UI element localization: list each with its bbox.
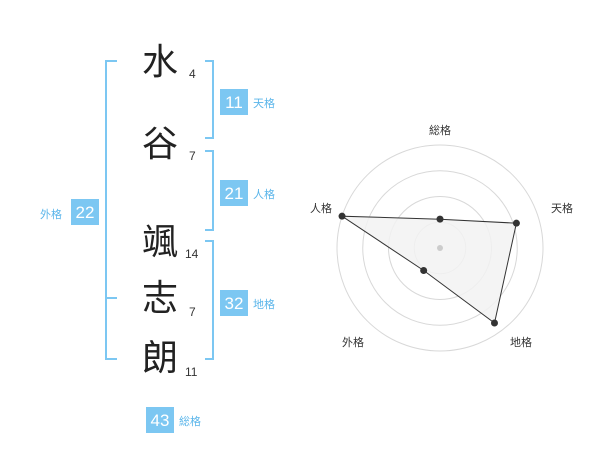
radar-point-2 (512, 219, 520, 227)
tenkaku-badge (220, 89, 248, 115)
radar-ring (362, 170, 518, 326)
radar-chart: 総格 天格 地格 外格 人格 (310, 123, 573, 352)
gaikaku-score: 外格 22 (40, 199, 99, 225)
gaikaku-label: 外格 (40, 207, 62, 221)
name-char-1: 水 (142, 42, 178, 83)
jinkaku-value: 21 (225, 184, 244, 203)
radar-points (338, 212, 520, 327)
brackets (105, 60, 214, 360)
soukaku-value: 43 (151, 411, 170, 430)
name-char-2: 谷 (142, 124, 178, 165)
tenkaku-score: 11 天格 (220, 89, 275, 115)
gaikaku-bracket (105, 60, 117, 360)
chikaku-value: 32 (225, 294, 244, 313)
stroke-count-2: 7 (189, 149, 196, 163)
tenkaku-value: 11 (225, 93, 243, 112)
jinkaku-bracket (205, 150, 214, 231)
radar-point-1 (436, 215, 444, 223)
radar-axis-label-gaikaku: 外格 (342, 335, 364, 349)
stroke-count-5: 11 (185, 365, 198, 379)
name-characters: 水 4 谷 7 颯 14 志 7 朗 11 (142, 42, 199, 379)
radar-axis-label-jinkaku: 人格 (310, 201, 332, 215)
chikaku-score: 32 地格 (220, 290, 275, 316)
tenkaku-bracket (205, 60, 214, 139)
stroke-count-1: 4 (189, 67, 196, 81)
tenkaku-label: 天格 (253, 96, 275, 110)
radar-axis-labels: 総格 天格 地格 外格 人格 (310, 123, 573, 349)
radar-center-dot (437, 245, 443, 251)
radar-point-3 (490, 319, 498, 327)
soukaku-label: 総格 (179, 414, 201, 428)
gaikaku-badge (71, 199, 99, 225)
gaikaku-value: 22 (76, 203, 95, 222)
radar-point-4 (420, 266, 428, 274)
name-char-5: 朗 (142, 338, 178, 379)
stroke-count-3: 14 (185, 247, 199, 261)
radar-axis-label-chikaku: 地格 (510, 335, 532, 349)
jinkaku-label: 人格 (253, 187, 275, 201)
radar-axis-label-tenkaku: 天格 (551, 201, 573, 215)
jinkaku-score: 21 人格 (220, 180, 275, 206)
chikaku-bracket (205, 240, 214, 360)
radar-ring (336, 144, 544, 352)
name-char-3: 颯 (142, 222, 178, 263)
radar-series-area (340, 215, 518, 324)
stroke-count-4: 7 (189, 305, 196, 319)
chikaku-label: 地格 (253, 297, 275, 311)
soukaku-badge (146, 407, 174, 433)
chikaku-badge (220, 290, 248, 316)
jinkaku-badge (220, 180, 248, 206)
name-char-4: 志 (142, 278, 178, 319)
radar-point-5 (338, 212, 346, 220)
soukaku-score: 43 総格 (146, 407, 201, 433)
radar-axis-label-soukaku: 総格 (429, 123, 451, 137)
